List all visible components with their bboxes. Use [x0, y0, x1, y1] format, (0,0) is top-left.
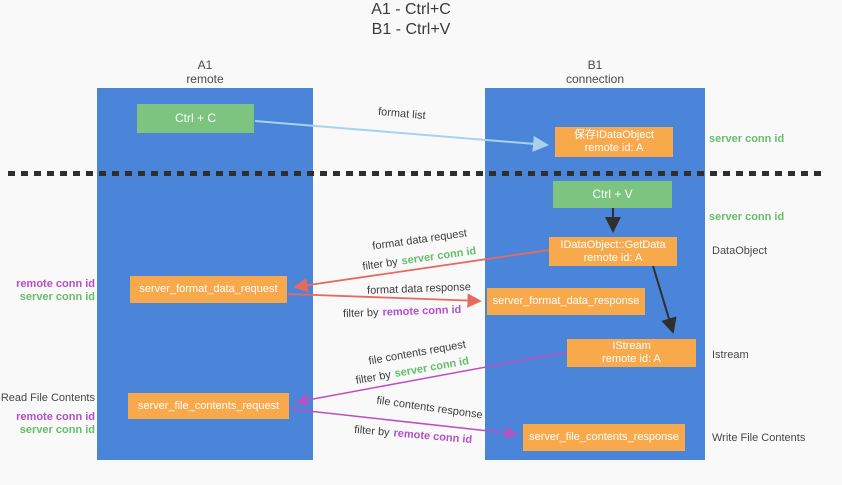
copy-paste-separator-line	[8, 171, 822, 176]
label-format-list: format list	[377, 105, 427, 123]
filter-remote-conn-id: remote conn id	[393, 427, 473, 447]
left-column-title: A1	[197, 58, 213, 72]
node-istream: IStream remote id: A	[567, 339, 696, 367]
node-server-format-data-request: server_format_data_request	[130, 276, 287, 303]
side-dataobject-label: DataObject	[712, 245, 768, 257]
left-conn-id-group-bottom: remote conn id server conn id	[0, 411, 95, 437]
side-read-file-contents: Read File Contents	[0, 392, 95, 404]
node-istream-line2: remote id: A	[602, 353, 661, 365]
node-save-dataobject-line2: remote id: A	[584, 142, 644, 154]
node-idataobject-getdata: IDataObject::GetData remote id: A	[549, 237, 677, 266]
node-server-file-contents-response: server_file_contents_response	[523, 424, 685, 451]
node-ctrl-v: Ctrl + V	[553, 181, 672, 208]
filter-by-text: filter by	[353, 423, 391, 439]
node-istream-line1: IStream	[612, 340, 651, 352]
left-column-header: A1 remote	[97, 58, 313, 86]
title-line-2: B1 - Ctrl+V	[371, 21, 451, 38]
side-server-conn-id-top: server conn id	[709, 133, 785, 145]
label-file-contents-response: file contents response	[375, 394, 484, 422]
title-line-1: A1 - Ctrl+C	[371, 1, 451, 18]
side-server-conn-id-mid: server conn id	[709, 211, 785, 223]
node-server-file-contents-request: server_file_contents_request	[128, 393, 289, 419]
side-istream-label: Istream	[712, 349, 749, 361]
left-server-conn-id-top: server conn id	[19, 291, 95, 303]
side-write-file-contents: Write File Contents	[712, 432, 806, 444]
node-ctrl-c: Ctrl + C	[137, 104, 254, 133]
left-conn-id-group-top: remote conn id server conn id	[0, 278, 95, 304]
right-column-header: B1 connection	[485, 58, 705, 86]
filter-remote-conn-id: remote conn id	[382, 303, 462, 319]
left-server-conn-id-bottom: server conn id	[19, 424, 95, 436]
node-file-response-label: server_file_contents_response	[529, 431, 679, 443]
filter-by-text: filter by	[342, 306, 379, 321]
node-ctrl-v-label: Ctrl + V	[592, 187, 633, 201]
node-format-response-label: server_format_data_response	[492, 295, 640, 307]
left-column-subtitle: remote	[186, 72, 224, 86]
filter-by-text: filter by	[354, 368, 392, 387]
node-ctrl-c-label: Ctrl + C	[174, 111, 216, 125]
node-server-format-data-response: server_format_data_response	[487, 288, 645, 315]
filter-server-conn-id: server conn id	[400, 245, 477, 268]
label-format-data-response: format data response	[366, 281, 472, 297]
right-column-title: B1	[587, 58, 603, 72]
diagram-title: A1 - Ctrl+C B1 - Ctrl+V	[0, 0, 822, 40]
node-file-request-label: server_file_contents_request	[137, 399, 280, 412]
node-save-dataobject-line1: 保存IDataObject	[573, 129, 655, 141]
left-remote-conn-id-top: remote conn id	[16, 278, 95, 290]
left-remote-conn-id-bottom: remote conn id	[16, 411, 95, 423]
node-getdata-line2: remote id: A	[583, 251, 643, 264]
right-column-subtitle: connection	[565, 72, 625, 86]
node-save-dataobject: 保存IDataObject remote id: A	[555, 127, 673, 157]
filter-by-text: filter by	[361, 256, 399, 273]
node-getdata-line1: IDataObject::GetData	[560, 238, 666, 251]
node-format-request-label: server_format_data_request	[139, 283, 278, 295]
